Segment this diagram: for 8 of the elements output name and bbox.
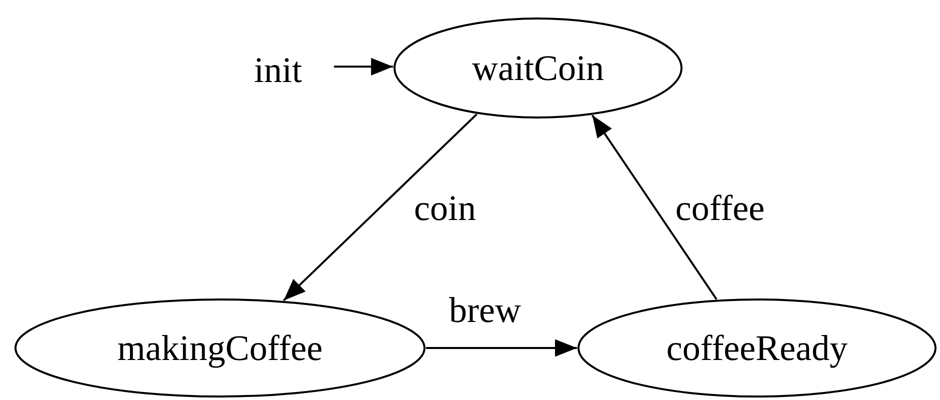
transition-arrow bbox=[592, 114, 718, 300]
transition-arrow bbox=[282, 114, 478, 302]
state-name: makingCoffee bbox=[117, 327, 323, 369]
transition-arrow bbox=[426, 339, 577, 357]
state-name: waitCoin bbox=[472, 47, 604, 89]
state-name: coffeeReady bbox=[666, 327, 848, 369]
state-label: init bbox=[246, 48, 310, 92]
transition-arrow bbox=[334, 58, 394, 76]
